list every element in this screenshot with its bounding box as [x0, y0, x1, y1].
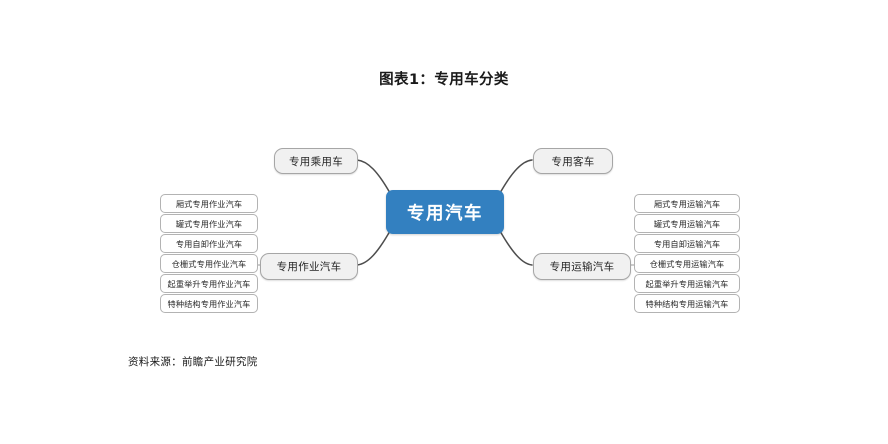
center-node[interactable]: 专用汽车: [386, 190, 504, 234]
leaf-node[interactable]: 起重举升专用作业汽车: [160, 274, 258, 293]
leaf-node[interactable]: 仓栅式专用作业汽车: [160, 254, 258, 273]
connector-center-right-lower: [499, 230, 533, 266]
page-title: 图表1：专用车分类: [379, 72, 509, 88]
leaf-node[interactable]: 厢式专用运输汽车: [634, 194, 740, 213]
source-note: 资料来源：前瞻产业研究院: [128, 356, 258, 368]
leaf-node[interactable]: 专用自卸作业汽车: [160, 234, 258, 253]
connector-center-right-upper: [499, 159, 533, 194]
leaf-list-right: 厢式专用运输汽车 罐式专用运输汽车 专用自卸运输汽车 仓栅式专用运输汽车 起重举…: [634, 194, 740, 313]
leaf-node[interactable]: 罐式专用作业汽车: [160, 214, 258, 233]
leaf-node[interactable]: 特种结构专用作业汽车: [160, 294, 258, 313]
branch-node-right-lower[interactable]: 专用运输汽车: [533, 253, 631, 280]
branch-node-left-upper[interactable]: 专用乘用车: [274, 148, 358, 174]
connector-center-left-lower: [356, 230, 391, 266]
leaf-node[interactable]: 厢式专用作业汽车: [160, 194, 258, 213]
leaf-node[interactable]: 罐式专用运输汽车: [634, 214, 740, 233]
branch-node-right-upper[interactable]: 专用客车: [533, 148, 613, 174]
leaf-node[interactable]: 起重举升专用运输汽车: [634, 274, 740, 293]
leaf-node[interactable]: 特种结构专用运输汽车: [634, 294, 740, 313]
leaf-node[interactable]: 仓栅式专用运输汽车: [634, 254, 740, 273]
branch-node-left-lower[interactable]: 专用作业汽车: [260, 253, 358, 280]
connector-center-left-upper: [356, 159, 391, 194]
leaf-node[interactable]: 专用自卸运输汽车: [634, 234, 740, 253]
leaf-list-left: 厢式专用作业汽车 罐式专用作业汽车 专用自卸作业汽车 仓栅式专用作业汽车 起重举…: [160, 194, 258, 313]
